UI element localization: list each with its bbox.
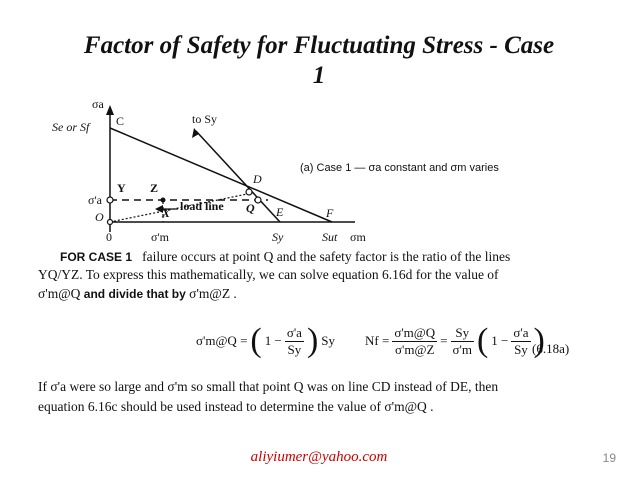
point-q	[254, 196, 262, 204]
eq-one-minus-2: 1 −	[491, 333, 509, 348]
paragraph-1-line-1: FOR CASE 1 failure occurs at point Q and…	[60, 249, 510, 265]
para2-sym1: σ'a	[50, 379, 67, 394]
yield-line-arrow	[192, 128, 199, 138]
eq-frac-nf: σ'm@Q σ'm@Z	[392, 324, 438, 358]
point-o	[106, 218, 114, 226]
paragraph-2-line-2: equation 6.16c should be used instead to…	[38, 399, 434, 415]
eq-frac-sigma-a-over-sy: σ'a Sy	[284, 324, 304, 358]
diagram-caption: (a) Case 1 — σa constant and σm varies	[300, 162, 499, 174]
slide-title-line1: Factor of Safety for Fluctuating Stress …	[83, 32, 555, 59]
eq-frac1-den: Sy	[287, 341, 302, 357]
eq-left-paren-2: (	[476, 322, 489, 359]
d-label: D	[253, 172, 262, 186]
para2-line2-text: equation 6.16c should be used instead to…	[38, 399, 382, 414]
case-heading: FOR CASE 1	[60, 250, 133, 264]
eq-right-paren: )	[306, 322, 319, 359]
yield-line	[195, 130, 281, 223]
para2-post: so small that point Q was on line CD ins…	[191, 379, 499, 394]
x-label: X	[162, 206, 171, 220]
eq-frac1-num: σ'a	[284, 324, 304, 342]
eq-frac3-num: Sy	[450, 325, 474, 342]
o-label: O	[95, 210, 104, 224]
load-line-label: load line	[180, 199, 224, 213]
eq-sy-after: Sy	[321, 333, 336, 348]
y-label: Y	[117, 181, 126, 195]
eq-equals: =	[440, 333, 448, 348]
sut-label: Sut	[322, 230, 338, 244]
to-sy-label: to Sy	[192, 112, 218, 126]
f-label: F	[326, 206, 334, 220]
eq-frac4-num: σ'a	[511, 324, 531, 342]
eq-frac3-den: σ'm	[452, 341, 472, 357]
e-label: E	[276, 205, 284, 219]
sy-label: Sy	[272, 230, 284, 244]
eq-frac2-den: σ'm@Z	[395, 341, 435, 357]
sigma-m-axis-label: σm	[350, 230, 366, 244]
q-label: Q	[246, 201, 255, 215]
equation-6-18a: σ'm@Q = ( 1 − σ'a Sy ) Sy Nf = σ'm@Q σ'm…	[196, 324, 545, 358]
eq-one-minus: 1 −	[264, 333, 282, 348]
eq-frac-sy-over-sigma-m: Sy σ'm	[450, 325, 474, 358]
point-y	[106, 196, 114, 204]
zero-label: 0	[106, 230, 112, 244]
slide-title-line2: 1	[312, 62, 326, 89]
author-email: aliyiumer@yahoo.com	[250, 449, 388, 465]
page-number: 19	[602, 451, 616, 465]
y-axis-label: σa	[92, 97, 104, 111]
para1-line3-text: and divide that by	[83, 287, 186, 301]
para1-sym2: σ'm@Z .	[189, 286, 237, 301]
z-label: Z	[150, 181, 159, 195]
para2-line2-sym: σ'm@Q .	[384, 399, 434, 414]
se-sf-label: Se or Sf	[52, 120, 90, 134]
equation-number: (6.18a)	[532, 341, 570, 356]
sigma-m-prime-label: σ'm	[151, 230, 169, 244]
eq-lhs: σ'm@Q =	[196, 333, 248, 348]
point-z	[160, 197, 166, 203]
c-label: C	[116, 114, 125, 128]
paragraph-2-line-1: If σ'a were so large and σ'm so small th…	[38, 379, 498, 395]
load-line-arrowhead	[155, 205, 163, 213]
eq-right-paren-2: )	[533, 322, 545, 359]
goodman-line	[109, 127, 333, 223]
para1-sym1: σ'm@Q	[38, 286, 81, 301]
eq-nf: Nf =	[365, 333, 390, 348]
eq-frac2-num: σ'm@Q	[392, 324, 438, 342]
paragraph-1-line-2: YQ/YZ. To express this mathematically, w…	[38, 267, 499, 282]
y-axis-arrow	[106, 105, 114, 115]
para1-line1-text: failure occurs at point Q and the safety…	[142, 249, 511, 264]
para2-mid: were so large and	[69, 379, 165, 394]
eq-frac4-den: Sy	[514, 341, 528, 357]
eq-left-paren: (	[250, 322, 262, 359]
eq-frac-sigma-a-over-sy-2: σ'a Sy	[511, 324, 531, 358]
para2-sym2: σ'm	[167, 379, 188, 394]
load-line	[109, 192, 253, 223]
point-d	[245, 188, 253, 196]
paragraph-1-line-3: σ'm@Q and divide that by σ'm@Z .	[38, 286, 237, 302]
para2-pre: If	[38, 379, 47, 394]
sigma-a-prime-label: σ'a	[88, 193, 102, 207]
